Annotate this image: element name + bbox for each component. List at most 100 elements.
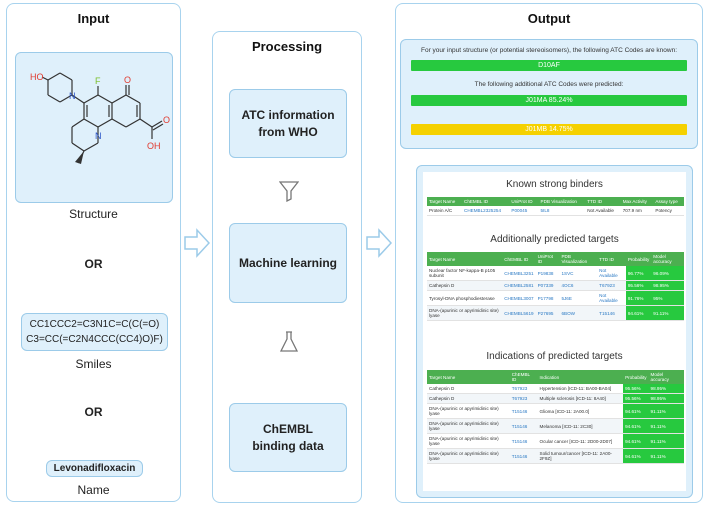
additional-link-cell[interactable]: 6BOW	[559, 305, 598, 321]
atc-who-line-2: from WHO	[258, 124, 318, 139]
indication-link-cell[interactable]: T67923	[509, 393, 538, 404]
additional-link-cell[interactable]: P27695	[535, 305, 560, 321]
indication-cell: DNA-(apurinic or apyrimidinic site) lyas…	[427, 403, 510, 419]
methyl-wedge	[75, 151, 84, 164]
smiles-box: CC1CCC2=C3N1C=C(C(=O) C3=CC(=C2N4CCC(CC4…	[21, 313, 168, 351]
additional-cell: 95.56%	[625, 280, 652, 291]
indication-cell: Hypertension [ICD-11: BA00-BA04]	[537, 384, 624, 394]
strong-header-cell: TTD ID	[585, 197, 621, 206]
additional-cell: Nuclear factor NF-kappa-B p105 subunit	[427, 266, 503, 281]
chembl-box: ChEMBL binding data	[229, 403, 347, 472]
processing-panel: Processing ATC information from WHO Mach…	[212, 31, 362, 503]
table-row: DNA-(apurinic or apyrimidinic site) lyas…	[427, 418, 684, 434]
additional-header-cell: PDB Visualization	[559, 252, 598, 266]
indications-title: Indications of predicted targets	[486, 351, 623, 362]
indication-cell: DNA-(apurinic or apyrimidinic site) lyas…	[427, 433, 510, 449]
indication-cell: 95.56%	[623, 393, 649, 404]
input-panel: Input	[6, 3, 181, 502]
machine-learning-box: Machine learning	[229, 223, 347, 303]
additional-targets-title: Additionally predicted targets	[490, 234, 619, 245]
table-row: DNA-(apurinic or apyrimidinic site) lyas…	[427, 305, 684, 321]
indication-link-cell[interactable]: T15146	[509, 433, 538, 449]
additional-header-cell: ChEMBL ID	[502, 252, 536, 266]
atom-nitrogen-ring: N	[95, 131, 102, 141]
output-panel: Output For your input structure (or pote…	[395, 3, 703, 503]
indication-cell: 94.61%	[623, 433, 649, 449]
additional-cell: Cathepsin D	[427, 280, 503, 291]
indication-link-cell[interactable]: T15146	[509, 418, 538, 434]
additional-header-cell: UniProt ID	[535, 252, 560, 266]
atc-who-line-1: ATC information	[241, 108, 335, 123]
chembl-line-2: binding data	[252, 438, 324, 453]
strong-header-cell: Max Activity	[620, 197, 654, 206]
additional-link-cell[interactable]: P07339	[535, 280, 560, 291]
input-title: Input	[77, 11, 110, 26]
indication-link-cell[interactable]: T15146	[509, 403, 538, 419]
additional-link-cell[interactable]: Not Available	[597, 290, 626, 306]
smiles-line-2: C3=CC(=C2N4CCC(CC4)O)F)	[26, 334, 163, 345]
indication-header-cell: Indication	[537, 370, 624, 384]
flask-icon	[279, 331, 299, 352]
indication-cell: DNA-(apurinic or apyrimidinic site) lyas…	[427, 418, 510, 434]
additional-link-cell[interactable]: 1SVC	[559, 266, 598, 281]
additional-cell: 96.09%	[651, 266, 684, 281]
additional-link-cell[interactable]: CHEMBL5619	[502, 305, 536, 321]
additional-link-cell[interactable]: CHEMBL3251	[502, 266, 536, 281]
strong-cell: Potency	[653, 206, 684, 216]
or-separator-2: OR	[84, 405, 103, 419]
strong-cell: Protein A/C	[427, 206, 462, 216]
chembl-line-1: ChEMBL	[262, 422, 313, 437]
additional-link-cell[interactable]: T67923	[597, 280, 626, 291]
indication-header-cell: Model accuracy	[648, 370, 684, 384]
indication-cell: Multiple sclerosis [ICD-11: 8A40]	[537, 393, 624, 404]
strong-link-cell[interactable]: P00045	[509, 206, 539, 216]
additional-cell: Tyrosyl-DNA phosphodiesterase	[427, 290, 503, 306]
indication-cell: 91.11%	[648, 418, 684, 434]
indication-link-cell[interactable]: T15146	[509, 448, 538, 464]
atom-carboxyl-hydroxyl: OH	[147, 141, 161, 151]
indication-cell: 94.61%	[623, 403, 649, 419]
indication-cell: 91.11%	[648, 433, 684, 449]
additional-link-cell[interactable]: P17798	[535, 290, 560, 306]
indication-cell: Cathepsin D	[427, 384, 510, 394]
indication-cell: Glioma [ICD-11: 2A00.0]	[537, 403, 624, 419]
additional-link-cell[interactable]: P19838	[535, 266, 560, 281]
table-row: DNA-(apurinic or apyrimidinic site) lyas…	[427, 403, 684, 419]
additional-link-cell[interactable]: CHEMBL3007	[502, 290, 536, 306]
strong-header-cell: Assay type	[653, 197, 684, 206]
atom-fluorine: F	[95, 76, 101, 86]
additional-link-cell[interactable]: Not Available	[597, 266, 626, 281]
indication-header-cell: ChEMBL ID	[509, 370, 538, 384]
additional-link-cell[interactable]: 5J6E	[559, 290, 598, 306]
additional-cell: 98.95%	[651, 280, 684, 291]
strong-link-cell[interactable]: CHEMBL2325254	[462, 206, 510, 216]
additional-link-cell[interactable]: T15146	[597, 305, 626, 321]
indication-cell: DNA-(apurinic or apyrimidinic site) lyas…	[427, 448, 510, 464]
strong-link-cell[interactable]: 5IL8	[538, 206, 586, 216]
additional-header-cell: Probability	[625, 252, 652, 266]
indication-cell: 98.95%	[648, 384, 684, 394]
indication-header-cell: Target Name	[427, 370, 510, 384]
additional-cell: 94.61%	[625, 305, 652, 321]
indication-link-cell[interactable]: T67923	[509, 384, 538, 394]
indication-cell: 95.56%	[623, 384, 649, 394]
indication-cell: Solid tumour/cancer [ICD-11: 2A00-2F9Z]	[537, 448, 624, 464]
additional-cell: DNA-(apurinic or apyrimidinic site) lyas…	[427, 305, 503, 321]
or-separator-1: OR	[84, 257, 103, 271]
additional-link-cell[interactable]: CHEMBL2581	[502, 280, 536, 291]
additional-link-cell[interactable]: 4OC6	[559, 280, 598, 291]
known-codes-text: For your input structure (or potential s…	[420, 47, 678, 54]
atc-codes-box: For your input structure (or potential s…	[400, 39, 698, 149]
structure-box: HO N F O N O OH	[15, 52, 173, 203]
indication-cell: Cathepsin D	[427, 393, 510, 404]
